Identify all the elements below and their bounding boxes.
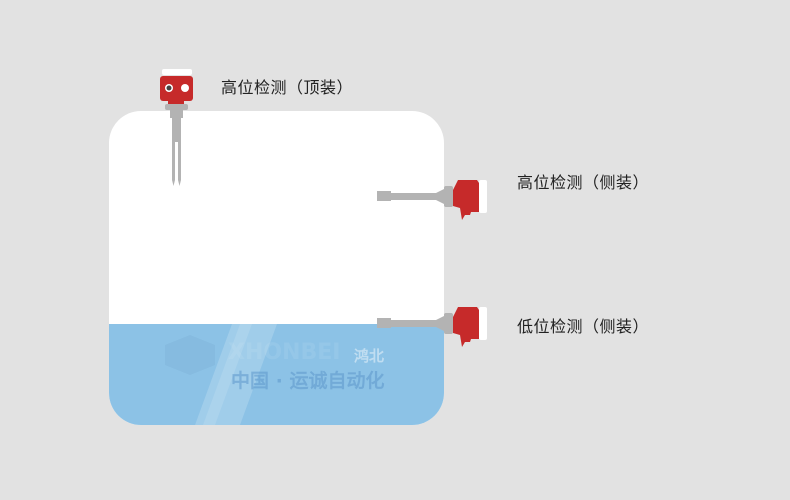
glass-reflection bbox=[195, 111, 355, 425]
watermark-logo bbox=[165, 335, 215, 375]
top-mount-sensor bbox=[160, 69, 193, 186]
label-side-high: 高位检测（侧装） bbox=[517, 173, 650, 192]
watermark-brand-latin: XHONBEI bbox=[228, 340, 341, 365]
label-side-low: 低位检测（侧装） bbox=[517, 317, 650, 336]
watermark-brand-cn: 鸿北 bbox=[354, 347, 385, 365]
tank bbox=[109, 111, 444, 425]
watermark-slogan: 中国 · 运诚自动化 bbox=[231, 370, 385, 392]
label-top-high: 高位检测（顶装） bbox=[221, 78, 354, 97]
side-mount-sensor-high bbox=[377, 180, 487, 220]
side-mount-sensor-low bbox=[377, 307, 487, 347]
liquid bbox=[109, 324, 444, 425]
